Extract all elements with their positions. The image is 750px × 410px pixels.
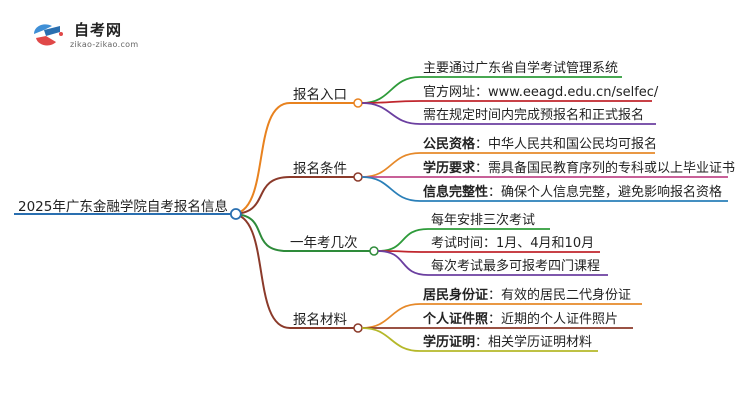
branch-node-dot [353,98,363,108]
leaf-text: 主要通过广东省自学考试管理系统 [423,61,619,76]
branch-node-dot [369,246,379,256]
leaf-connector [361,176,421,202]
leaf-node: 考试时间：1月、4月和10月 [431,236,594,252]
branch-connector [231,176,291,215]
leaf-node: 每次考试最多可报考四门课程 [431,259,600,275]
leaf-connector [361,152,421,178]
leaf-connector [377,228,429,252]
branch-label: 报名入口 [293,87,347,103]
branch-connector [231,102,291,215]
root-node-dot [229,208,242,220]
leaf-text: 每次考试最多可报考四门课程 [431,259,601,274]
logo-url: zikao-zikao.com [70,40,139,49]
leaf-text: 考试时间：1月、4月和10月 [431,236,595,251]
leaf-node: 主要通过广东省自学考试管理系统 [423,61,618,77]
leaf-node: 信息完整性：确保个人信息完整，避免影响报名资格 [423,185,722,201]
leaf-node: 个人证件照：近期的个人证件照片 [423,312,618,328]
leaf-connector [361,303,421,329]
leaf-key: 学历证明 [423,335,476,350]
leaf-node: 公民资格：中华人民共和国公民均可报名 [423,137,657,153]
leaf-key: 信息完整性 [423,185,489,200]
leaf-text: ：中华人民共和国公民均可报名 [475,137,658,152]
leaf-key: 学历要求 [423,161,476,176]
leaf-text: ：需具备国民教育序列的专科或以上毕业证书 [475,161,736,176]
leaf-text: ：近期的个人证件照片 [488,312,619,327]
leaf-connector [361,102,421,125]
root-node: 2025年广东金融学院自考报名信息 [18,199,228,215]
leaf-text: 每年安排三次考试 [431,213,536,228]
leaf-connector [377,250,429,276]
leaf-text: ：有效的居民二代身份证 [488,288,632,303]
root-label: 2025年广东金融学院自考报名信息 [18,199,228,215]
branch-node-materials: 报名材料 [293,312,347,328]
branch-node-registration-entry: 报名入口 [293,87,347,103]
leaf-text: 官方网址：www.eeagd.edu.cn/selfec/ [423,85,659,100]
leaf-key: 个人证件照 [423,312,489,327]
leaf-connector [361,76,421,104]
leaf-node: 学历要求：需具备国民教育序列的专科或以上毕业证书 [423,161,735,177]
leaf-node: 官方网址：www.eeagd.edu.cn/selfec/ [423,85,658,101]
branch-node-requirements: 报名条件 [293,161,347,177]
branch-node-dot [353,172,363,182]
leaf-node: 需在规定时间内完成预报名和正式报名 [423,108,644,124]
branch-label: 报名材料 [293,312,347,328]
branch-connector [231,213,291,329]
site-logo[interactable]: 自考网 zikao-zikao.com [30,18,170,58]
logo-name: 自考网 [74,21,123,39]
branch-node-exams-per-year: 一年考几次 [290,235,358,251]
branch-label: 一年考几次 [290,235,358,251]
branch-connector [231,213,288,252]
leaf-text: 需在规定时间内完成预报名和正式报名 [423,108,645,123]
leaf-key: 公民资格 [423,137,476,152]
leaf-text: ：确保个人信息完整，避免影响报名资格 [488,185,723,200]
branch-node-dot [353,323,363,333]
leaf-text: ：相关学历证明材料 [475,335,593,350]
leaf-node: 学历证明：相关学历证明材料 [423,335,592,351]
leaf-connector [361,327,421,352]
branch-label: 报名条件 [293,161,347,177]
graduation-cap-icon [34,24,63,46]
leaf-node: 每年安排三次考试 [431,213,535,229]
leaf-node: 居民身份证：有效的居民二代身份证 [423,288,631,304]
leaf-key: 居民身份证 [423,288,489,303]
